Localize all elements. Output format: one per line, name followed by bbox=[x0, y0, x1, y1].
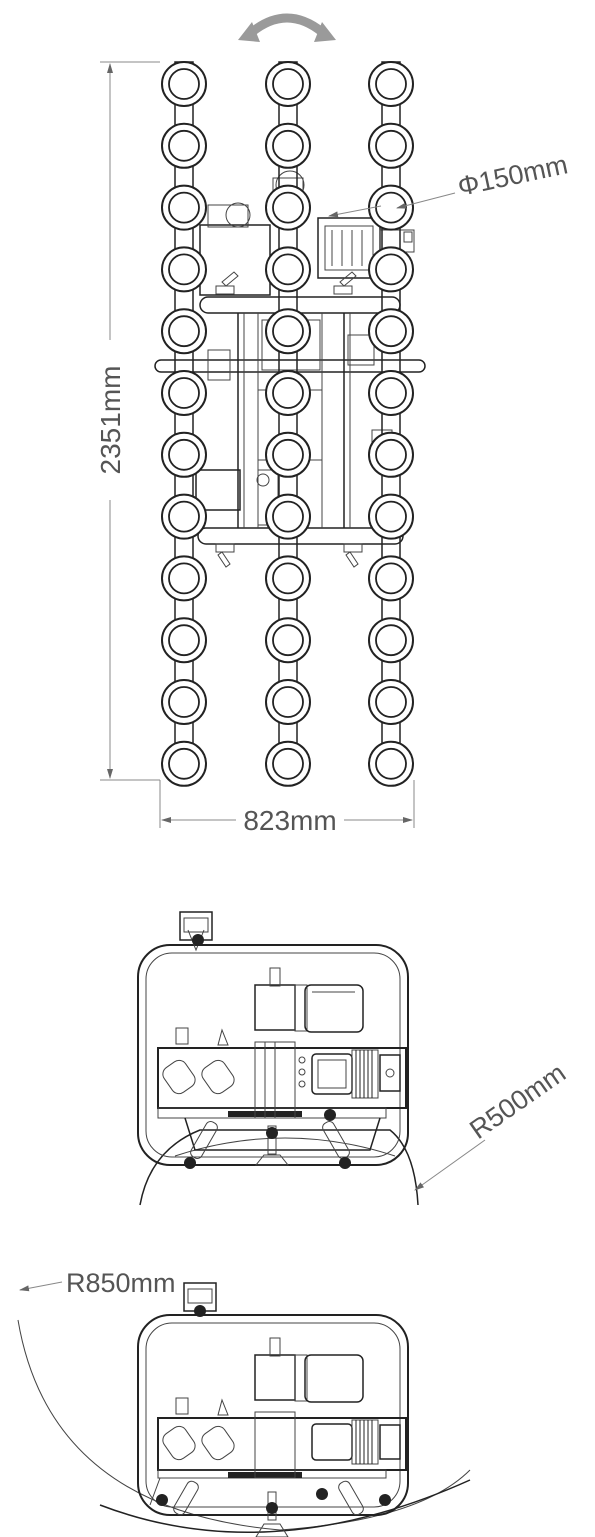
radius-dimension-r500: R500mm bbox=[414, 1058, 571, 1191]
suction-pad bbox=[265, 493, 311, 540]
suction-pad bbox=[265, 370, 311, 416]
height-label: 2351mm bbox=[95, 366, 126, 475]
suction-pad bbox=[161, 184, 207, 231]
radius-dimension-r850: R850mm bbox=[19, 1268, 176, 1298]
suction-pad bbox=[265, 431, 311, 478]
pad-diameter-dimension: Φ150mm bbox=[328, 149, 570, 218]
suction-pad bbox=[368, 617, 414, 664]
suction-pad bbox=[368, 246, 414, 293]
suction-cups-pair bbox=[162, 1027, 235, 1095]
suction-pad bbox=[161, 431, 207, 478]
suction-pad bbox=[368, 308, 414, 355]
width-label: 823mm bbox=[243, 805, 336, 836]
motor-heatsink bbox=[351, 1049, 379, 1099]
suction-pad bbox=[161, 308, 207, 355]
side-view-r500: R500mm bbox=[137, 911, 571, 1206]
clamp-left bbox=[184, 1121, 218, 1169]
suction-pads bbox=[161, 61, 414, 787]
suction-pad bbox=[161, 555, 207, 602]
suction-pad bbox=[161, 679, 207, 725]
suction-pad bbox=[368, 61, 414, 107]
radius-label-r500: R500mm bbox=[464, 1058, 571, 1145]
suction-pad bbox=[161, 61, 207, 107]
suction-pad bbox=[265, 679, 311, 725]
suction-pad bbox=[368, 555, 414, 602]
height-dimension: 2351mm bbox=[95, 61, 160, 781]
suction-pad bbox=[161, 370, 207, 416]
suction-pad bbox=[368, 431, 414, 478]
suction-pad bbox=[265, 617, 311, 664]
side-view-r850: R850mm bbox=[17, 1268, 471, 1537]
width-dimension: 823mm bbox=[159, 780, 415, 836]
pad-diameter-label: Φ150mm bbox=[455, 149, 570, 202]
suction-pad bbox=[265, 308, 311, 355]
suction-pad bbox=[368, 740, 414, 787]
suction-pad bbox=[265, 246, 311, 293]
suction-pad bbox=[161, 740, 207, 787]
suction-pad bbox=[265, 122, 311, 169]
rotation-arrow-icon bbox=[238, 13, 336, 42]
radius-label-r850: R850mm bbox=[66, 1268, 176, 1298]
suction-pad bbox=[368, 679, 414, 725]
suction-pad bbox=[161, 617, 207, 664]
suction-pad bbox=[265, 555, 311, 602]
suction-pad bbox=[368, 370, 414, 416]
suction-pad bbox=[368, 184, 414, 231]
suction-pad bbox=[161, 493, 207, 540]
top-view: Φ150mm 2351mm 823mm bbox=[95, 13, 570, 836]
suction-pad bbox=[161, 122, 207, 169]
suction-pad bbox=[368, 122, 414, 169]
suction-pad bbox=[368, 493, 414, 540]
suction-pad bbox=[265, 740, 311, 787]
suction-pad bbox=[265, 184, 311, 231]
suction-pad bbox=[265, 61, 311, 107]
suction-pad bbox=[161, 246, 207, 293]
motor-heatsink-lower bbox=[351, 1419, 379, 1465]
clamp-center bbox=[254, 1125, 290, 1166]
clamp-right bbox=[322, 1109, 351, 1169]
